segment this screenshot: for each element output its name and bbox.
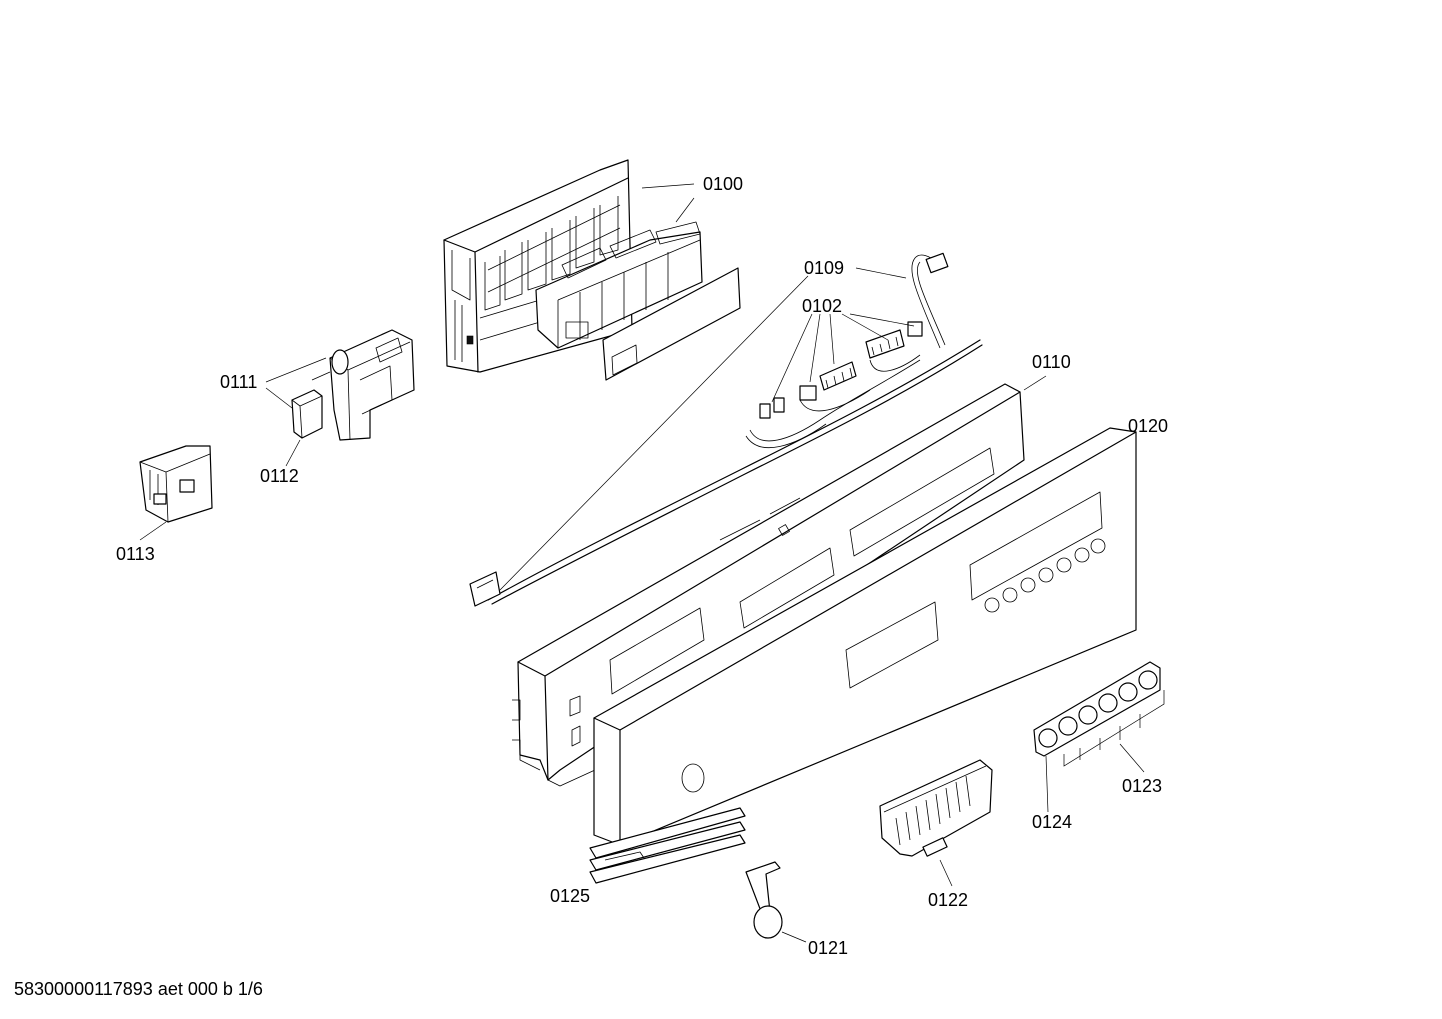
label-0110: 0110 [1032,352,1071,372]
document-id-footer: 58300000117893 aet 000 b 1/6 [14,979,263,999]
part-0121-knob-lever[interactable] [745,861,783,939]
label-0111: 0111 [220,372,257,392]
part-labels: 0100 0109 0102 0110 0111 0112 0113 0120 … [116,174,1168,958]
part-0122-cover[interactable] [879,759,993,857]
part-0110-control-frame[interactable] [512,383,1025,787]
part-0109-wire-harness[interactable] [469,252,983,607]
part-0111-switch[interactable] [311,329,415,441]
part-0102-connectors[interactable] [745,321,923,449]
part-0100-electronic-module[interactable] [443,159,741,381]
leader-lines [139,183,1165,943]
label-0120: 0120 [1128,416,1168,436]
label-0121: 0121 [808,938,848,958]
label-0124: 0124 [1032,812,1072,832]
label-0109: 0109 [804,258,844,278]
part-0113-relay-block[interactable] [139,445,213,523]
label-0123: 0123 [1122,776,1162,796]
part-0125-strips[interactable] [589,807,746,884]
part-0120-front-panel[interactable] [593,427,1137,846]
part-0123-button-strip[interactable] [1033,661,1161,757]
part-0112-component[interactable] [291,389,323,439]
label-0102: 0102 [802,296,842,316]
label-0125: 0125 [550,886,590,906]
label-0113: 0113 [116,544,155,564]
label-0100: 0100 [703,174,743,194]
label-0112: 0112 [260,466,299,486]
label-0122: 0122 [928,890,968,910]
